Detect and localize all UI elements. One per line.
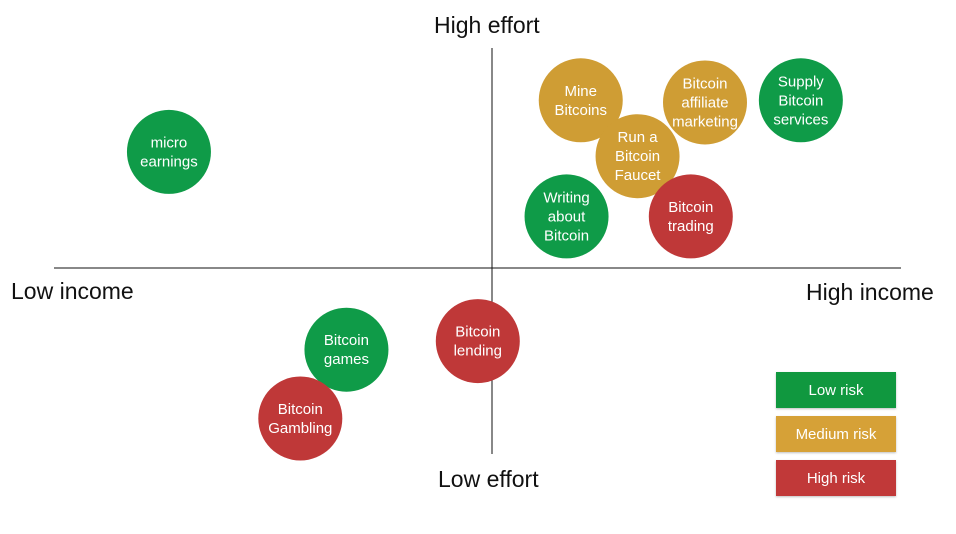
point-circle <box>435 299 520 384</box>
axis-label-low-effort: Low effort <box>438 466 539 492</box>
legend-medium-risk: Medium risk <box>776 416 896 452</box>
axis-label-high-effort: High effort <box>434 12 540 38</box>
legend-high-risk: High risk <box>776 460 896 496</box>
point-circle <box>126 109 211 194</box>
point-circle <box>304 307 389 392</box>
point-circle <box>258 376 343 461</box>
point-circle <box>648 174 733 259</box>
point-circle <box>595 114 680 199</box>
point-circle <box>663 60 747 145</box>
axis-label-high-income: High income <box>806 279 934 305</box>
legend-low-risk: Low risk <box>776 372 896 408</box>
axis-label-low-income: Low income <box>11 278 134 304</box>
point-circle <box>758 58 843 143</box>
point-circle <box>538 58 623 143</box>
point-circle <box>524 174 609 259</box>
